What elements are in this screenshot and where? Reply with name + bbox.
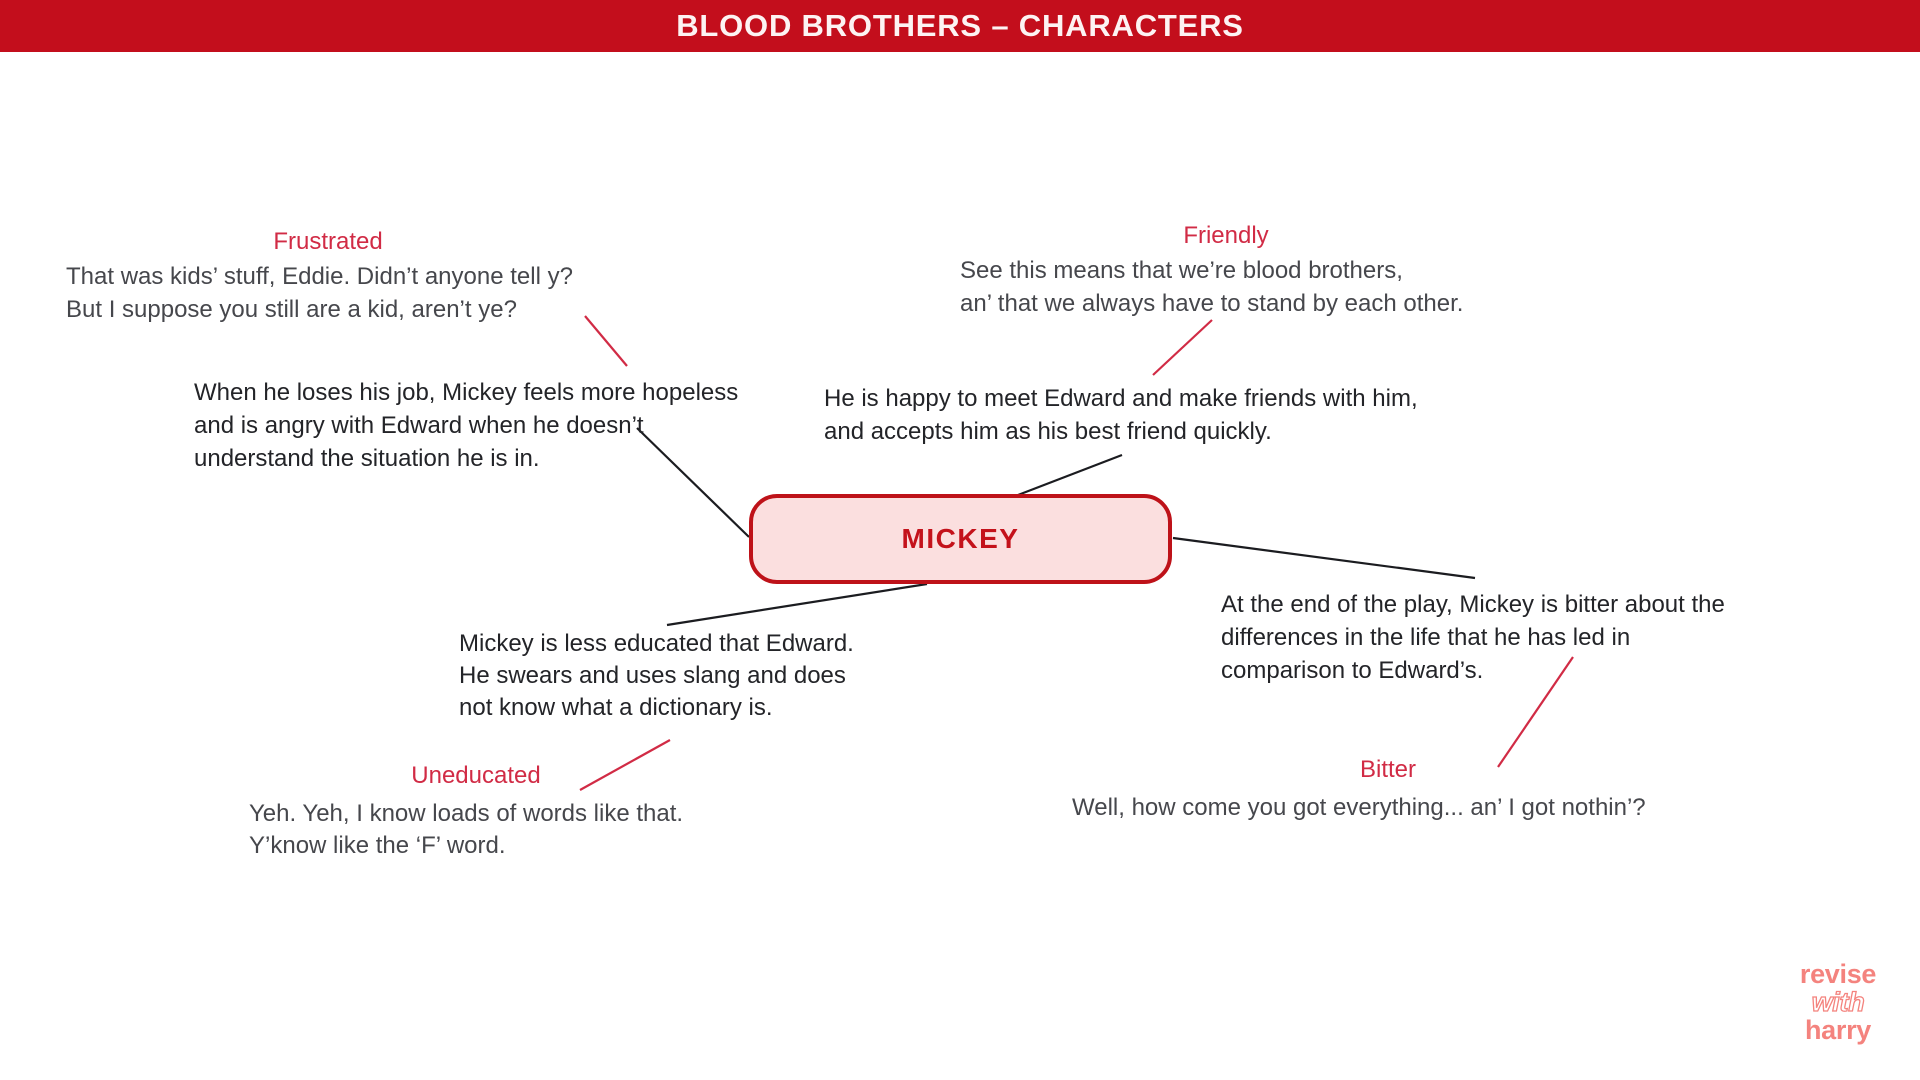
- connector-frustrated-quote: [584, 315, 628, 367]
- uneducated-note: Mickey is less educated that Edward. He …: [459, 628, 854, 724]
- quote-line: See this means that we’re blood brothers…: [960, 257, 1403, 284]
- note-line: comparison to Edward’s.: [1221, 657, 1484, 684]
- friendly-quote: See this means that we’re blood brothers…: [960, 254, 1463, 320]
- trait-label-bitter: Bitter: [1359, 756, 1417, 783]
- note-line: When he loses his job, Mickey feels more…: [194, 379, 739, 406]
- friendly-note: He is happy to meet Edward and make frie…: [824, 382, 1418, 448]
- character-node: MICKEY: [749, 494, 1172, 584]
- connector-bitter-note: [1172, 536, 1476, 580]
- bitter-quote: Well, how come you got everything... an’…: [1072, 791, 1646, 824]
- frustrated-quote: That was kids’ stuff, Eddie. Didn’t anyo…: [66, 260, 573, 326]
- note-line: differences in the life that he has led …: [1221, 624, 1631, 651]
- header-bar: BLOOD BROTHERS – CHARACTERS: [0, 0, 1920, 52]
- note-line: understand the situation he is in.: [194, 445, 540, 472]
- note-line: Mickey is less educated that Edward.: [459, 630, 854, 657]
- quote-line: That was kids’ stuff, Eddie. Didn’t anyo…: [66, 263, 573, 290]
- quote-line: But I suppose you still are a kid, aren’…: [66, 296, 517, 323]
- revise-with-harry-logo: revise with harry: [1799, 959, 1877, 1045]
- note-line: and accepts him as his best friend quick…: [824, 418, 1272, 445]
- quote-line: an’ that we always have to stand by each…: [960, 290, 1464, 317]
- logo-line: revise: [1799, 959, 1877, 989]
- quote-line: Well, how come you got everything... an’…: [1072, 794, 1646, 821]
- quote-line: Yeh. Yeh, I know loads of words like tha…: [249, 800, 684, 827]
- logo-line: harry: [1804, 1015, 1872, 1045]
- trait-label-frustrated: Frustrated: [273, 228, 383, 255]
- note-line: At the end of the play, Mickey is bitter…: [1221, 591, 1725, 618]
- trait-label-uneducated: Uneducated: [411, 762, 541, 789]
- note-line: He swears and uses slang and does: [459, 662, 846, 689]
- page-title: BLOOD BROTHERS – CHARACTERS: [676, 8, 1244, 43]
- note-line: not know what a dictionary is.: [459, 694, 773, 721]
- connector-friendly-note: [1017, 453, 1123, 497]
- logo-line: with: [1811, 987, 1865, 1017]
- uneducated-quote: Yeh. Yeh, I know loads of words like tha…: [249, 798, 683, 862]
- connector-uneducated-quote: [579, 739, 671, 791]
- trait-label-friendly: Friendly: [1183, 222, 1269, 249]
- note-line: and is angry with Edward when he doesn’t: [194, 412, 644, 439]
- quote-line: Y’know like the ‘F’ word.: [249, 832, 506, 859]
- connector-friendly-quote: [1152, 319, 1213, 376]
- bitter-note: At the end of the play, Mickey is bitter…: [1221, 588, 1725, 687]
- character-name: MICKEY: [901, 523, 1020, 554]
- connector-uneducated-note: [666, 582, 928, 627]
- note-line: He is happy to meet Edward and make frie…: [824, 385, 1418, 412]
- frustrated-note: When he loses his job, Mickey feels more…: [194, 376, 738, 475]
